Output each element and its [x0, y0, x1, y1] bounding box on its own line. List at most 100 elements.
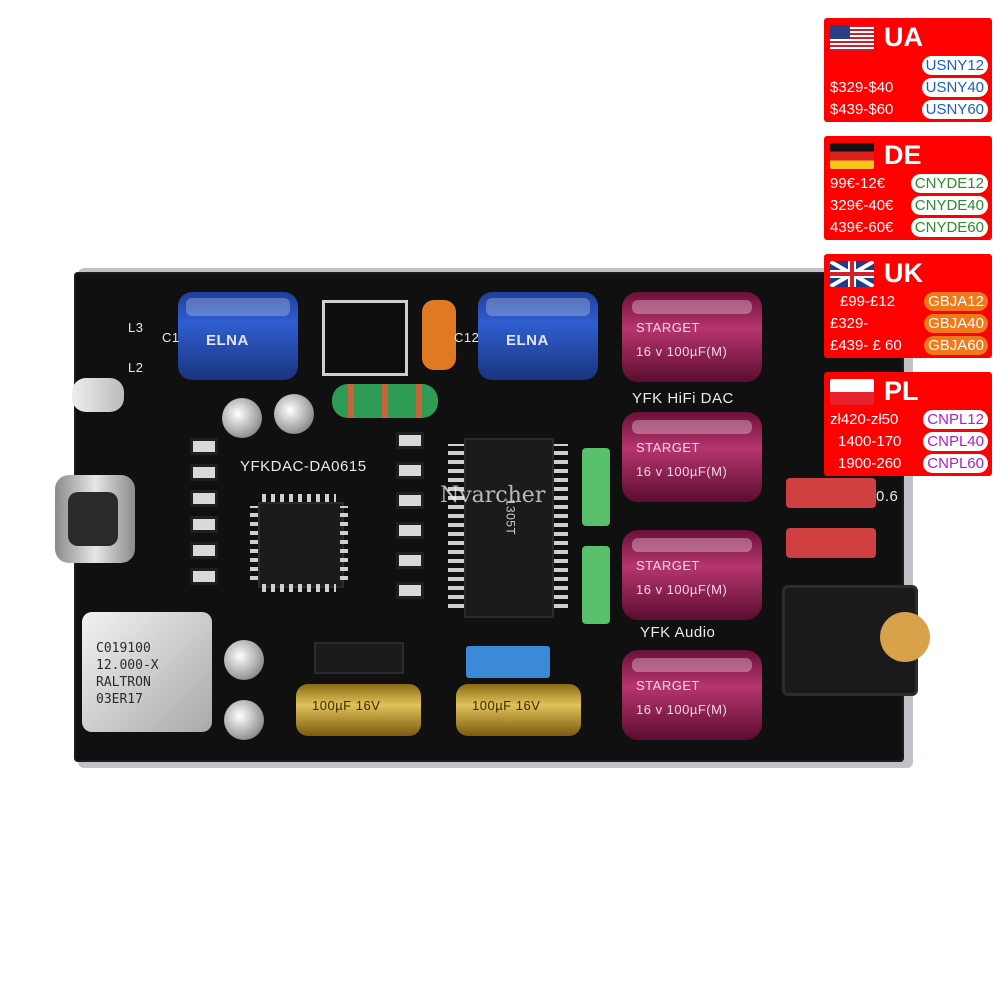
chip-pins [250, 506, 258, 580]
smd-resistor [396, 432, 424, 449]
blue-film-capacitor [466, 646, 550, 678]
smd-resistor [396, 552, 424, 569]
silk-mark: L3 [128, 320, 144, 335]
led-component [72, 378, 124, 412]
purple-capacitor-4: STARGET 16 v 100µF(M) [622, 650, 762, 740]
voltage-regulator [322, 300, 408, 376]
coupon-row: £99-£12 GBJA12 [828, 292, 990, 313]
coupon-code[interactable]: USNY12 [921, 56, 988, 75]
us-flag-icon [830, 25, 874, 51]
smd-resistor [190, 568, 218, 585]
coupon-row: zł420-zł50 CNPL12 [828, 410, 990, 431]
watermark-text: Nvarcher [440, 483, 546, 508]
price-tier: £439- £ 60 [830, 337, 902, 354]
coupon-code[interactable]: USNY60 [921, 100, 988, 119]
price-tier: 99€-12€ [830, 175, 886, 192]
smd-resistor [190, 516, 218, 533]
capacitor-value-label: 16 v 100µF(M) [636, 582, 728, 597]
country-code: UA [884, 22, 923, 52]
capacitor-brand-label: STARGET [636, 440, 700, 455]
small-capacitor [222, 398, 262, 438]
germany-flag-icon [830, 143, 874, 169]
headphone-jack-opening [880, 612, 930, 662]
uk-flag-icon [830, 261, 874, 287]
coupon-row: 99€-12€ CNYDE12 [828, 174, 990, 195]
coupon-code[interactable]: CNYDE40 [910, 196, 988, 215]
usb-c-port [68, 492, 118, 546]
coupon-code[interactable]: CNYDE60 [910, 218, 988, 237]
coupon-panel-uk: UK £99-£12 GBJA12 £329- GBJA40 £439- £ 6… [824, 254, 992, 358]
coupon-row: £439- £ 60 GBJA60 [828, 336, 990, 357]
coupon-panel-ua: UA USNY12 $329-$40 USNY40 $439-$60 USNY6… [824, 18, 992, 122]
price-tier: 1900-260 [838, 455, 902, 472]
price-tier: 439€-60€ [830, 219, 894, 236]
coupon-panel-pl: PL zł420-zł50 CNPL12 1400-170 CNPL40 190… [824, 372, 992, 476]
coupon-row: 329€-40€ CNYDE40 [828, 196, 990, 217]
capacitor-value-label: 16 v 100µF(M) [636, 464, 728, 479]
smd-resistor [190, 490, 218, 507]
silk-mark: 0.6 [876, 488, 899, 505]
price-tier: $439-$60 [830, 101, 894, 118]
dac-chip-pins [448, 444, 466, 608]
price-tier: zł420-zł50 [830, 411, 899, 428]
crystal-line: 12.000-X [96, 658, 159, 673]
capacitor-brand-label: ELNA [206, 332, 249, 349]
coupon-row: $329-$40 USNY40 [828, 78, 990, 99]
coupon-row: 1900-260 CNPL60 [828, 454, 990, 475]
small-capacitor [224, 640, 264, 680]
coupon-code[interactable]: GBJA60 [924, 336, 988, 355]
capacitor-brand-label: STARGET [636, 320, 700, 335]
capacitor-value-label: 100µF 16V [472, 698, 541, 713]
poland-flag-icon [830, 379, 874, 405]
country-code: UK [884, 258, 923, 288]
capacitor-value-label: 16 v 100µF(M) [636, 344, 728, 359]
coupon-code[interactable]: GBJA40 [924, 314, 988, 333]
chip-pins [340, 506, 348, 580]
crystal-line: C019100 [96, 641, 151, 656]
green-capacitor [582, 448, 610, 526]
gold-capacitor-right: 100µF 16V [456, 684, 581, 736]
silk-mark: C12 [454, 330, 480, 345]
crystal-label: C019100 12.000-X RALTRON 03ER17 [96, 640, 159, 708]
silk-title: YFK HiFi DAC [632, 390, 734, 407]
silk-mark: L2 [128, 360, 144, 375]
coupon-code[interactable]: CNYDE12 [910, 174, 988, 193]
capacitor-value-label: 16 v 100µF(M) [636, 702, 728, 717]
crystal-line: 03ER17 [96, 692, 143, 707]
capacitor-brand-label: STARGET [636, 558, 700, 573]
coupon-code[interactable]: CNPL60 [923, 454, 988, 473]
dac-chip-pins [550, 444, 568, 608]
smd-resistor [396, 582, 424, 599]
coupon-row: 1400-170 CNPL40 [828, 432, 990, 453]
coupon-code[interactable]: GBJA12 [924, 292, 988, 311]
coupon-row: USNY12 [828, 56, 990, 77]
smd-resistor [396, 492, 424, 509]
price-tier: £329- [830, 315, 869, 332]
blue-capacitor-left: ELNA [178, 292, 298, 380]
coupon-row: £329- GBJA40 [828, 314, 990, 335]
panel-header: DE [830, 140, 990, 170]
smd-resistor [190, 438, 218, 455]
dac-chip: 1305T [464, 438, 554, 618]
gold-capacitor-left: 100µF 16V [296, 684, 421, 736]
coupon-code[interactable]: CNPL40 [923, 432, 988, 451]
red-film-capacitor [786, 528, 876, 558]
capacitor-value-label: 100µF 16V [312, 698, 381, 713]
coupon-code[interactable]: CNPL12 [923, 410, 988, 429]
smd-resistor [396, 522, 424, 539]
coupon-code[interactable]: USNY40 [921, 78, 988, 97]
coupon-row: $439-$60 USNY60 [828, 100, 990, 121]
chip-pins [262, 494, 336, 502]
inductor [332, 384, 438, 418]
capacitor-brand-label: STARGET [636, 678, 700, 693]
price-tier: $329-$40 [830, 79, 894, 96]
diode [314, 642, 404, 674]
silk-audio: YFK Audio [640, 624, 716, 641]
coupon-panel-de: DE 99€-12€ CNYDE12 329€-40€ CNYDE40 439€… [824, 136, 992, 240]
capacitor-brand-label: ELNA [506, 332, 549, 349]
silk-mark: C1 [162, 330, 180, 345]
country-code: DE [884, 140, 922, 170]
crystal-oscillator [82, 612, 212, 732]
panel-header: UK [830, 258, 990, 288]
smd-resistor [396, 462, 424, 479]
